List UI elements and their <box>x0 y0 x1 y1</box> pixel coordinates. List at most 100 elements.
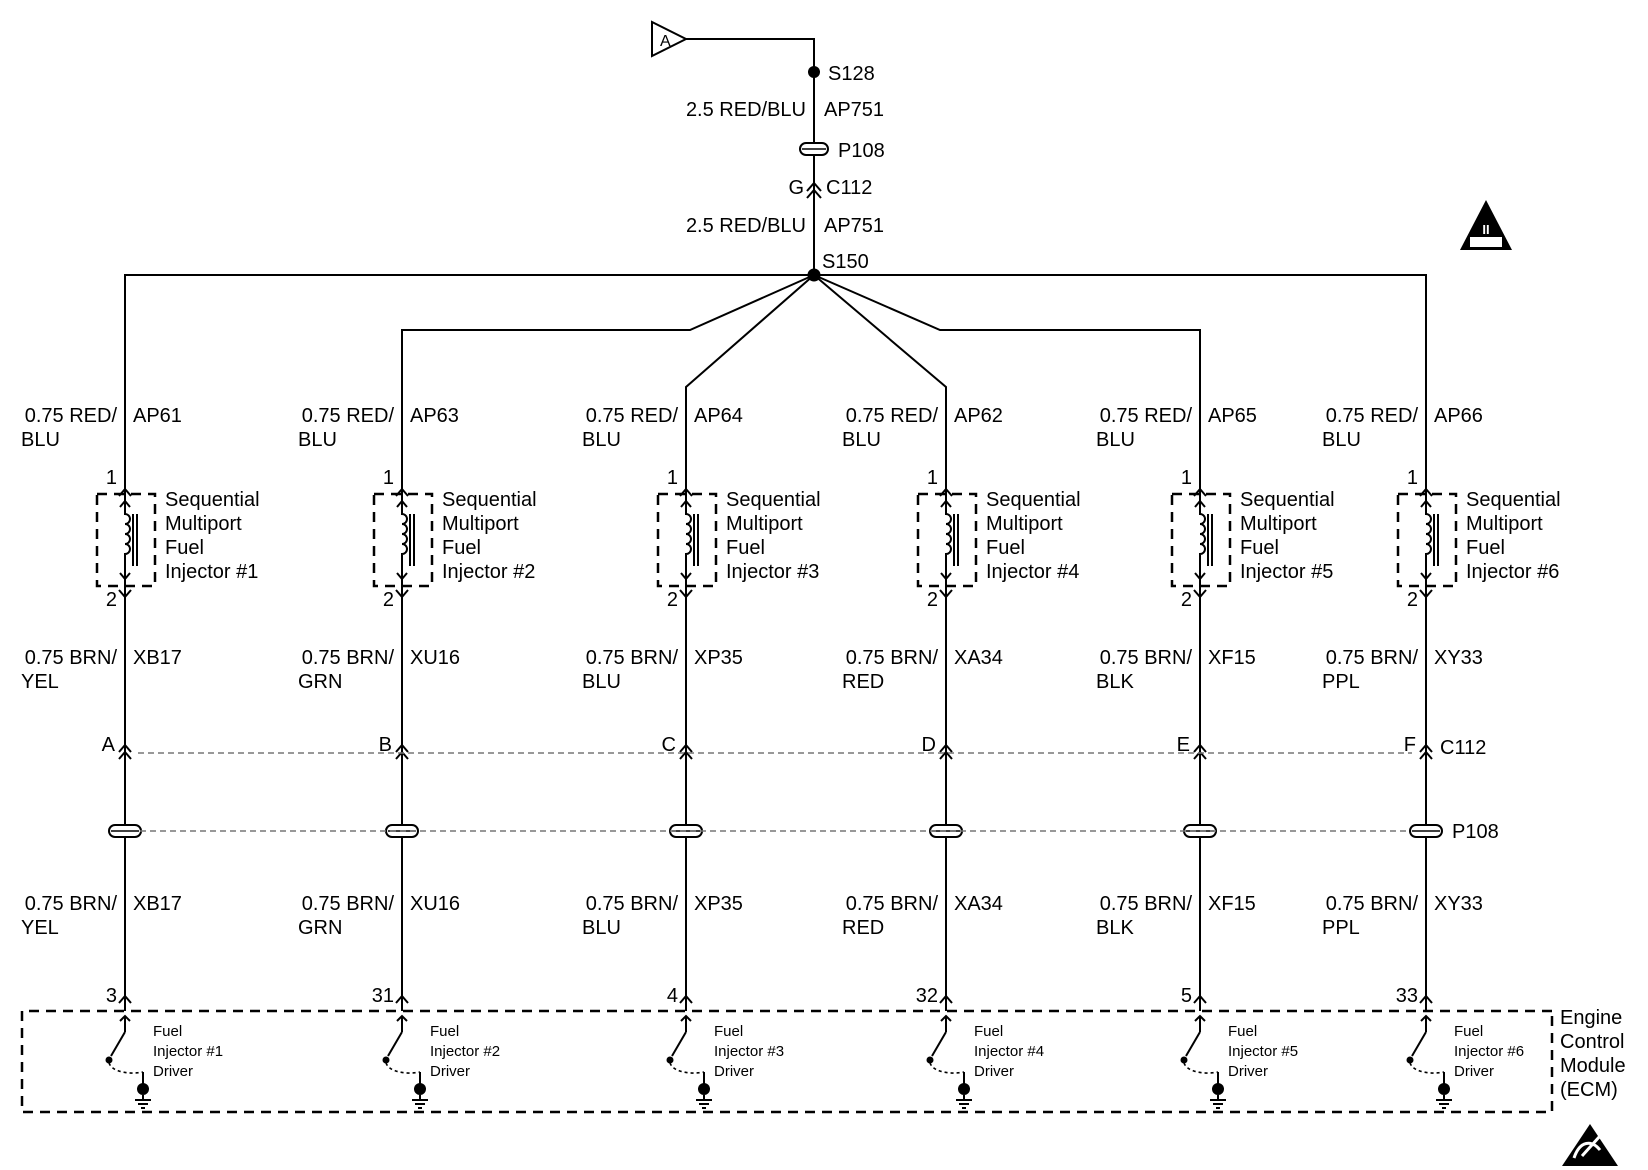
ecm-wire-circuit: XF15 <box>1208 893 1256 915</box>
injector-pin-top: 1 <box>1407 467 1418 489</box>
inline-harness-connector-icon <box>799 142 829 156</box>
driver-label: Fuel <box>430 1023 459 1040</box>
svg-text:II: II <box>1482 222 1489 237</box>
feed-wire-color-2: BLU <box>21 429 60 451</box>
injector-coil-icon <box>117 499 138 581</box>
c112-pin-letter: A <box>102 734 116 756</box>
triangle-connector-icon <box>651 20 689 58</box>
injector-out-wire-circuit: XB17 <box>133 647 182 669</box>
upper-wire-circuit: AP751 <box>824 99 884 121</box>
injector-branch-6: 0.75 RED/BLUAP661SequentialMultiportFuel… <box>1322 405 1561 1109</box>
ecm-pin-number: 31 <box>372 985 394 1007</box>
c112-pin-letter: C <box>662 734 676 756</box>
connector-chevron <box>939 743 953 753</box>
inline-harness-connector-icon <box>1409 824 1443 838</box>
driver-label: Fuel <box>1454 1023 1483 1040</box>
driver-label: Fuel <box>974 1023 1003 1040</box>
injector-out-wire-color: 0.75 BRN/ <box>1100 647 1193 669</box>
injector-label: Fuel <box>1240 537 1279 559</box>
driver-label: Injector #6 <box>1454 1043 1524 1060</box>
injector-branch-3: 0.75 RED/BLUAP641SequentialMultiportFuel… <box>582 405 821 1109</box>
ecm-pin-number: 5 <box>1181 985 1192 1007</box>
injector-branch-4: 0.75 RED/BLUAP621SequentialMultiportFuel… <box>842 405 1081 1109</box>
ecm-wire-circuit: XY33 <box>1434 893 1483 915</box>
injector-label: Fuel <box>442 537 481 559</box>
connector-chevron <box>939 750 953 760</box>
ecm-wire-color-2: GRN <box>298 917 342 939</box>
injector-pin-bottom: 2 <box>667 589 678 611</box>
injector-out-wire-color: 0.75 BRN/ <box>846 647 939 669</box>
connector-chevron <box>679 743 693 753</box>
injector-label: Sequential <box>1240 489 1335 511</box>
injector-pin-top: 1 <box>383 467 394 489</box>
ecm-wire-circuit: XB17 <box>133 893 182 915</box>
obd2-triangle-icon: II <box>1460 200 1512 250</box>
ground-icon <box>412 1083 428 1109</box>
ground-icon <box>1210 1083 1226 1109</box>
c112-pin-letter: E <box>1177 734 1190 756</box>
driver-switch-icon <box>382 1014 421 1084</box>
ecm-pin-number: 33 <box>1396 985 1418 1007</box>
injector-out-wire-circuit: XP35 <box>694 647 743 669</box>
feed-wire-circuit: AP66 <box>1434 405 1483 427</box>
injector-label: Sequential <box>986 489 1081 511</box>
page-ref-a: A <box>651 20 689 58</box>
connector-chevron <box>679 750 693 760</box>
upper-wire-color: 2.5 RED/BLU <box>686 99 806 121</box>
injector-label: Injector #5 <box>1240 561 1333 583</box>
c112-pin-letter: F <box>1404 734 1416 756</box>
injector-branches: 0.75 RED/BLUAP611SequentialMultiportFuel… <box>21 405 1561 1109</box>
injector-component-box <box>95 492 157 588</box>
driver-label: Driver <box>714 1063 754 1080</box>
injector-label: Injector #1 <box>165 561 258 583</box>
connector-chevron <box>1419 743 1433 753</box>
pin-chevron <box>118 994 132 1004</box>
injector-label: Multiport <box>1466 513 1543 535</box>
driver-label: Driver <box>974 1063 1014 1080</box>
driver-label: Injector #2 <box>430 1043 500 1060</box>
injector-label: Fuel <box>1466 537 1505 559</box>
ecm-wire-color: 0.75 BRN/ <box>302 893 395 915</box>
injector-pin-top: 1 <box>927 467 938 489</box>
feed-wire-circuit: AP65 <box>1208 405 1257 427</box>
connector-chevron <box>395 743 409 753</box>
driver-switch-icon <box>666 1014 705 1084</box>
driver-label: Fuel <box>1228 1023 1257 1040</box>
injector-label: Injector #6 <box>1466 561 1559 583</box>
inline-harness-connector-icon <box>108 824 142 838</box>
injector-component-box <box>916 492 978 588</box>
driver-label: Injector #4 <box>974 1043 1044 1060</box>
injector-component-box <box>1170 492 1232 588</box>
injector-coil-icon <box>678 499 699 581</box>
driver-label: Driver <box>430 1063 470 1080</box>
injector-label: Fuel <box>726 537 765 559</box>
injector-component-box <box>372 492 434 588</box>
feed-wire-color-2: BLU <box>582 429 621 451</box>
c112-pin-letter: D <box>922 734 936 756</box>
svg-text:Module: Module <box>1560 1055 1626 1077</box>
injector-label: Injector #4 <box>986 561 1079 583</box>
splice-s128-label: S128 <box>828 63 875 85</box>
injector-label: Injector #2 <box>442 561 535 583</box>
splice-s150-label: S150 <box>822 251 869 273</box>
ground-icon <box>135 1083 151 1109</box>
injector-label: Multiport <box>442 513 519 535</box>
splice-dot-icon <box>807 268 821 282</box>
feed-wire-circuit: AP61 <box>133 405 182 427</box>
ecm-pin-number: 32 <box>916 985 938 1007</box>
injector-pin-top: 1 <box>667 467 678 489</box>
splice-dot-icon <box>808 66 820 78</box>
injector-coil-icon <box>394 499 415 581</box>
injector-label: Fuel <box>986 537 1025 559</box>
inline-p108-label: P108 <box>838 140 885 162</box>
driver-label: Driver <box>153 1063 193 1080</box>
injector-label: Sequential <box>442 489 537 511</box>
injector-out-wire-color-2: YEL <box>21 671 59 693</box>
injector-out-wire-color: 0.75 BRN/ <box>1326 647 1419 669</box>
esd-sensitive-icon <box>1562 1124 1618 1166</box>
injector-component-box <box>656 492 718 588</box>
injector-label: Multiport <box>726 513 803 535</box>
injector-label: Fuel <box>165 537 204 559</box>
injector-out-wire-color-2: BLU <box>582 671 621 693</box>
